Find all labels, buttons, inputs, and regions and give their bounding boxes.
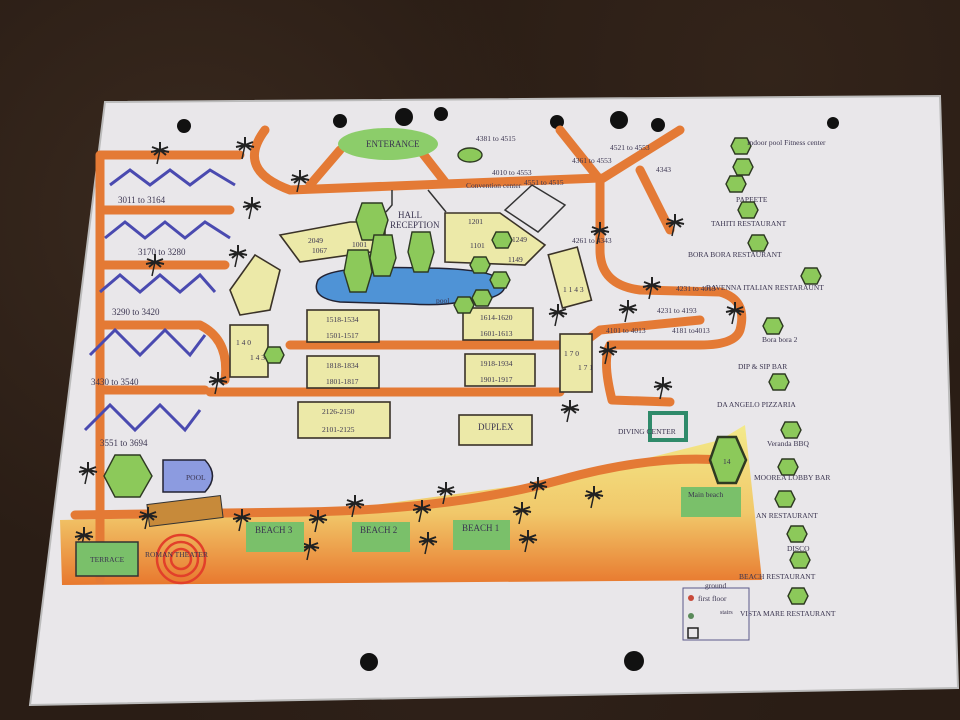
svg-text:Indoor pool Fitness center: Indoor pool Fitness center <box>747 138 826 147</box>
pool-label: pool <box>436 296 449 305</box>
svg-text:1067: 1067 <box>312 246 327 255</box>
svg-text:ROMAN THEATER: ROMAN THEATER <box>145 550 208 559</box>
svg-text:DA ANGELO PIZZARIA: DA ANGELO PIZZARIA <box>717 400 796 409</box>
svg-text:1801-1817: 1801-1817 <box>326 377 359 386</box>
beach-2[interactable] <box>352 522 410 552</box>
svg-text:1101: 1101 <box>470 241 485 250</box>
svg-text:BEACH 3: BEACH 3 <box>255 525 293 535</box>
hex-14[interactable] <box>708 435 748 485</box>
svg-text:BEACH RESTAURANT: BEACH RESTAURANT <box>739 572 816 581</box>
map-key: ground first floor stairs <box>682 581 750 641</box>
convention-center-label: Convention center <box>466 181 522 190</box>
duplex-label: DUPLEX <box>478 422 514 432</box>
svg-text:1901-1917: 1901-1917 <box>480 375 513 384</box>
svg-text:BEACH 1: BEACH 1 <box>462 523 499 533</box>
diving-center-label: DIVING CENTER <box>618 427 676 436</box>
svg-text:BEACH 2: BEACH 2 <box>360 525 397 535</box>
main-beach-label: Main beach <box>688 490 723 499</box>
svg-text:DISCO: DISCO <box>787 544 810 553</box>
roman-theater[interactable] <box>155 533 207 585</box>
svg-text:Veranda BBQ: Veranda BBQ <box>767 439 809 448</box>
west-pool[interactable] <box>162 459 214 493</box>
places-legend: Indoor pool Fitness center PAPEETE TAHIT… <box>688 137 836 618</box>
hall-outline <box>385 189 447 213</box>
terrace[interactable] <box>75 541 139 577</box>
entrance-area[interactable] <box>338 128 438 160</box>
svg-text:4521 to 4553: 4521 to 4553 <box>610 143 650 152</box>
facility-markers[interactable] <box>263 147 513 364</box>
punch-holes <box>177 107 839 671</box>
hex-15[interactable] <box>103 454 153 498</box>
room-range-labels: 3011 to 3164 3170 to 3280 3290 to 3420 3… <box>91 134 716 448</box>
svg-text:3430 to 3540: 3430 to 3540 <box>91 377 139 387</box>
svg-text:1201: 1201 <box>468 217 483 226</box>
svg-text:ground: ground <box>705 581 726 590</box>
svg-text:4231 to 4013: 4231 to 4013 <box>676 284 716 293</box>
svg-text:1501-1517: 1501-1517 <box>326 331 359 340</box>
svg-text:VISTA MARE RESTAURANT: VISTA MARE RESTAURANT <box>740 609 836 618</box>
diving-center[interactable] <box>648 411 688 442</box>
svg-text:4101 to 4013: 4101 to 4013 <box>606 326 646 335</box>
reception-label: RECEPTION <box>390 220 440 230</box>
beach-3[interactable] <box>246 522 304 552</box>
svg-text:1 7 0: 1 7 0 <box>564 349 579 358</box>
svg-text:4261 to 4343: 4261 to 4343 <box>572 236 612 245</box>
svg-text:1 1 4 3: 1 1 4 3 <box>563 285 584 294</box>
svg-text:first floor: first floor <box>698 594 727 603</box>
west-pool-label: POOL <box>186 473 206 482</box>
svg-text:RAVENNA ITALIAN RESTARAUNT: RAVENNA ITALIAN RESTARAUNT <box>706 283 824 292</box>
svg-text:4381 to 4515: 4381 to 4515 <box>476 134 516 143</box>
svg-text:1 7 1: 1 7 1 <box>578 363 593 372</box>
block-labels: 1201 1101 1249 1149 2049 1067 1001 1518-… <box>236 217 593 434</box>
svg-text:TAHITI RESTAURANT: TAHITI RESTAURANT <box>711 219 787 228</box>
svg-text:2126-2150: 2126-2150 <box>322 407 355 416</box>
svg-text:1249: 1249 <box>512 235 527 244</box>
svg-text:14: 14 <box>723 457 731 466</box>
main-beach[interactable] <box>681 487 741 517</box>
svg-text:Bora bora 2: Bora bora 2 <box>762 335 798 344</box>
svg-text:PAPEETE: PAPEETE <box>736 195 768 204</box>
svg-text:3011 to 3164: 3011 to 3164 <box>118 195 166 205</box>
entrance-label: ENTERANCE <box>366 139 420 149</box>
svg-text:1614-1620: 1614-1620 <box>480 313 513 322</box>
svg-text:1918-1934: 1918-1934 <box>480 359 513 368</box>
svg-text:4231 to 4193: 4231 to 4193 <box>657 306 697 315</box>
svg-text:TERRACE: TERRACE <box>90 555 125 564</box>
beach-1[interactable] <box>453 520 510 550</box>
svg-text:4551 to 4515: 4551 to 4515 <box>524 178 564 187</box>
svg-text:1 4 0: 1 4 0 <box>236 338 251 347</box>
svg-text:1601-1613: 1601-1613 <box>480 329 513 338</box>
svg-text:4343: 4343 <box>656 165 671 174</box>
svg-text:3170 to 3280: 3170 to 3280 <box>138 247 186 257</box>
svg-text:1001: 1001 <box>352 240 367 249</box>
svg-text:2101-2125: 2101-2125 <box>322 425 355 434</box>
svg-text:DIP & SIP BAR: DIP & SIP BAR <box>738 362 787 371</box>
convention-center[interactable] <box>503 184 567 233</box>
svg-text:4361 to 4553: 4361 to 4553 <box>572 156 612 165</box>
svg-text:1818-1834: 1818-1834 <box>326 361 359 370</box>
svg-text:AN RESTAURANT: AN RESTAURANT <box>756 511 818 520</box>
svg-text:MOOREA LOBBY BAR: MOOREA LOBBY BAR <box>754 473 830 482</box>
svg-text:1 4 3: 1 4 3 <box>250 353 265 362</box>
svg-text:BORA BORA RESTAURANT: BORA BORA RESTAURANT <box>688 250 782 259</box>
svg-text:4010 to 4553: 4010 to 4553 <box>492 168 532 177</box>
svg-text:3290 to 3420: 3290 to 3420 <box>112 307 160 317</box>
hall-label: HALL <box>398 210 422 220</box>
svg-text:4181 to4013: 4181 to4013 <box>672 326 710 335</box>
svg-text:1518-1534: 1518-1534 <box>326 315 359 324</box>
svg-text:3551 to 3694: 3551 to 3694 <box>100 438 148 448</box>
svg-text:1149: 1149 <box>508 255 523 264</box>
room-units <box>83 168 236 433</box>
svg-text:stairs: stairs <box>720 610 733 616</box>
svg-text:2049: 2049 <box>308 236 323 245</box>
